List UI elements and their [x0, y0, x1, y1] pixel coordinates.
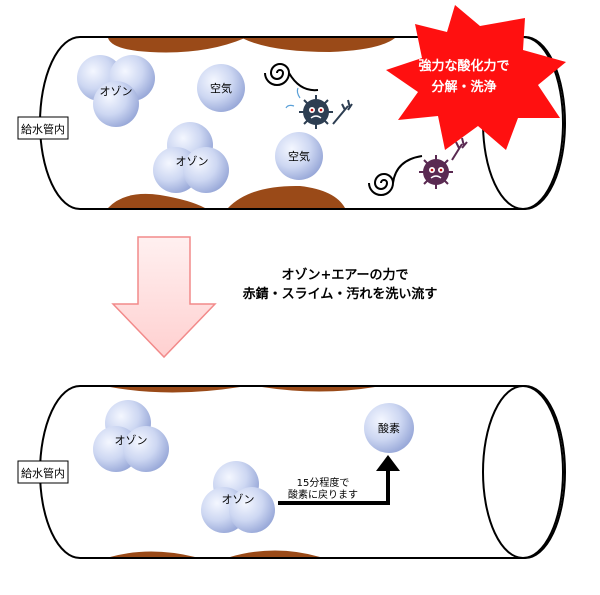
rust-deposit [242, 38, 395, 52]
rust-deposit [108, 38, 245, 53]
ozone-molecule: オゾン [201, 461, 275, 533]
ozone-molecule: オゾン [153, 122, 229, 193]
down-arrow [111, 236, 217, 359]
burst-text-line-2: 分解・洗浄 [431, 79, 496, 95]
conversion-arrow [278, 469, 390, 505]
top-pipe: 給水管内 オゾン 空気 オゾン 空気 [17, 5, 566, 210]
pipe-label: 給水管内 [21, 122, 65, 136]
pipe-label-box [17, 460, 69, 484]
caption-line-2: 赤錆・スライム・汚れを洗い流す [243, 286, 438, 302]
germ-icon [419, 137, 468, 189]
swirl-icon [368, 155, 423, 196]
swirl-icon [264, 63, 319, 92]
oxidation-burst: 強力な酸化力で 分解・洗浄 [386, 5, 566, 150]
rust-deposit [110, 551, 195, 557]
air-molecule: 空気 [197, 64, 245, 112]
burst-text-line-1: 強力な酸化力で [418, 58, 509, 74]
ozone-molecule: オゾン [93, 400, 169, 472]
caption-line-1: オゾン+エアーの力で [281, 267, 408, 283]
molecule-label: 酸素 [378, 421, 400, 435]
molecule-label: オゾン [176, 155, 209, 168]
rust-deposit [108, 193, 205, 208]
rust-deposit [110, 387, 240, 393]
bottom-pipe-opening [482, 385, 564, 559]
rust-deposit [230, 550, 320, 557]
conversion-arrowhead [376, 455, 400, 471]
rust-deposit [262, 387, 375, 392]
molecule-label: オゾン [115, 434, 148, 447]
air-molecule: 空気 [275, 132, 323, 180]
conversion-note-line-2: 酸素に戻ります [288, 488, 358, 501]
molecule-label: オゾン [222, 493, 255, 506]
oxygen-molecule: 酸素 [364, 403, 414, 453]
rust-deposit [228, 185, 345, 208]
pipe-label-box [17, 116, 69, 140]
molecule-label: 空気 [210, 81, 232, 95]
molecule-label: オゾン [100, 85, 133, 98]
molecule-label: 空気 [288, 149, 310, 163]
conversion-note-line-1: 15分程度で [297, 476, 350, 489]
pipe-label: 給水管内 [21, 466, 65, 480]
bottom-pipe: 給水管内 オゾン オゾン 酸素 15分程度で 酸素に戻ります [17, 385, 566, 559]
germ-icon [285, 87, 353, 129]
ozone-molecule: オゾン [77, 55, 155, 127]
